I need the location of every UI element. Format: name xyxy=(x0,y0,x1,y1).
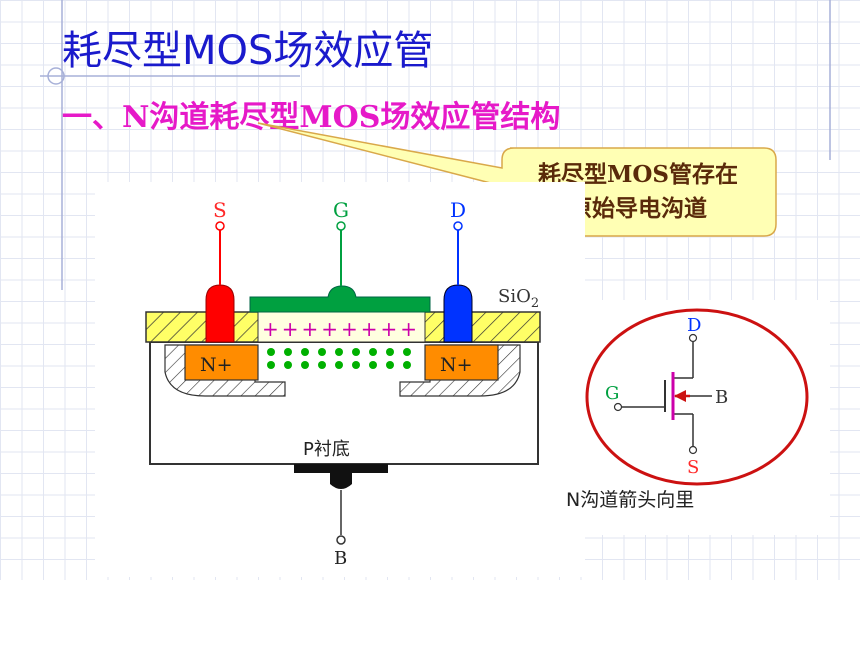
callout-line-2: 原始导电沟道 xyxy=(569,195,707,222)
symbol-bulk-label: B xyxy=(715,387,728,408)
symbol-highlight-circle xyxy=(585,308,809,486)
bulk-terminal-label: B xyxy=(334,548,347,569)
channel-region xyxy=(257,311,426,343)
symbol-source-label: S xyxy=(687,457,699,478)
n-plus-left-region xyxy=(184,344,259,381)
slide-subtitle: 一、N沟道耗尽型MOS场效应管结构 xyxy=(62,100,561,135)
symbol-gate-label: G xyxy=(605,383,619,404)
positive-charge-row: ++++++++ xyxy=(262,317,420,341)
oxide-label-text: SiO xyxy=(498,286,531,307)
n-plus-right-label: N+ xyxy=(440,354,473,376)
gate-electrode xyxy=(249,285,431,313)
bulk-plate xyxy=(294,464,388,473)
gate-terminal-label: G xyxy=(333,198,349,222)
bulk-contact xyxy=(330,473,352,489)
substrate-label: P衬底 xyxy=(303,439,350,460)
source-terminal-label: S xyxy=(213,198,227,222)
oxide-label: SiO2 xyxy=(498,286,539,311)
channel-electron-dots xyxy=(267,348,411,369)
oxide-label-subscript: 2 xyxy=(531,296,539,311)
symbol-drain-label: D xyxy=(687,315,701,336)
n-plus-left-label: N+ xyxy=(200,354,233,376)
symbol-caption: N沟道箭头向里 xyxy=(566,489,694,511)
drain-terminal-label: D xyxy=(450,198,466,222)
slide-title: 耗尽型MOS场效应管 xyxy=(62,28,434,74)
n-plus-right-region xyxy=(424,344,499,381)
